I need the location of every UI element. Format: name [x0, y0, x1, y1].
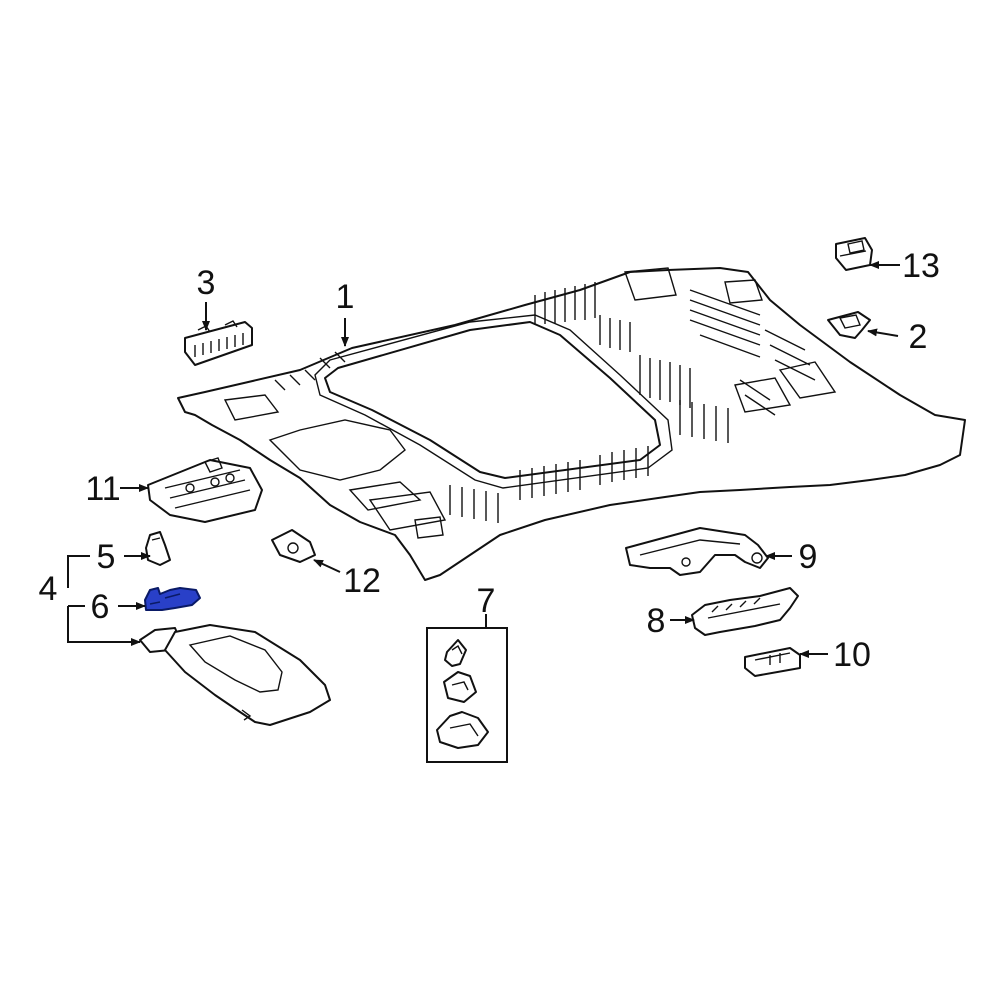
- callout-2: 2: [909, 318, 928, 356]
- part-13-lamp: [835, 237, 873, 271]
- leader-4-lower: [67, 606, 141, 646]
- part-9-handle: [625, 527, 769, 576]
- callout-11: 11: [85, 470, 120, 508]
- part-7-box: [426, 627, 508, 763]
- callout-1: 1: [336, 278, 355, 316]
- callout-labels: 1 2 3 4 5 6 7 8 9 10 11 12 13: [39, 247, 940, 674]
- leader-2: [867, 328, 899, 337]
- callout-5: 5: [97, 538, 116, 576]
- leader-lines: [67, 261, 900, 658]
- part-7-clip-set: [426, 627, 508, 763]
- callout-10: 10: [833, 636, 871, 674]
- callout-6: 6: [91, 588, 110, 626]
- headliner-ribs: [274, 282, 816, 523]
- headliner-part: [177, 267, 966, 581]
- callout-4: 4: [39, 570, 58, 608]
- leader-12: [313, 559, 341, 573]
- part-10-lens: [744, 647, 801, 677]
- callout-13: 13: [902, 247, 940, 285]
- callout-8: 8: [647, 602, 666, 640]
- part-11-console: [147, 457, 263, 523]
- part-8-bezel: [691, 587, 799, 636]
- callout-9: 9: [799, 538, 818, 576]
- part-2-clip: [827, 311, 871, 339]
- callout-3: 3: [197, 264, 216, 302]
- part-6-highlighted: [144, 587, 201, 611]
- part-12-lamp: [271, 529, 316, 563]
- callout-7: 7: [477, 582, 496, 620]
- part-3-bracket: [184, 320, 253, 366]
- leader-4-upper: [67, 555, 90, 588]
- part-5-holder: [145, 531, 171, 566]
- callout-12: 12: [343, 562, 381, 600]
- part-4-sun-visor: [139, 624, 331, 726]
